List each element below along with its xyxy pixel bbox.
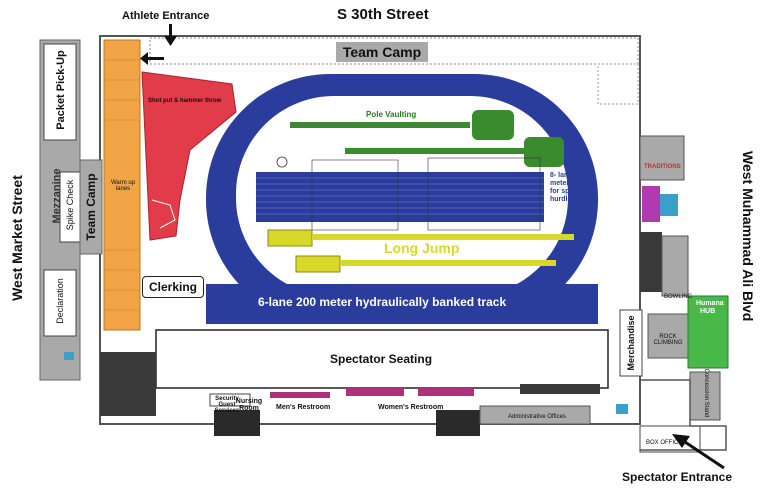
long-jump-pit-2: [295, 255, 341, 273]
clerking-label: Clerking: [142, 276, 204, 298]
admin-offices-box: [479, 405, 591, 425]
rock-climbing-label: ROCK CLIMBING: [653, 334, 683, 346]
packet-pickup-box: [43, 43, 77, 141]
pole-vault-runway-1: [290, 122, 470, 128]
bowling-label: BOWLING: [664, 294, 693, 300]
spectator-seating-label: Spectator Seating: [330, 352, 433, 366]
spectator-entrance-arrow: [672, 434, 725, 470]
admin-offices-label: Administrative Offices: [508, 414, 566, 420]
street-west: West Market Street: [9, 175, 25, 301]
box-office-label: BOX OFFICE: [646, 440, 683, 446]
long-jump-runway-1: [312, 234, 574, 240]
traditions-box: [639, 135, 685, 181]
hub-label: HUB: [700, 308, 716, 315]
rock-climbing-box: [647, 313, 689, 359]
spectator-entrance-label: Spectator Entrance: [622, 470, 733, 484]
warmup-lanes-area: [103, 39, 141, 331]
box-office-box: [639, 425, 701, 453]
packet-pickup-label: Packet Pick-Up: [55, 50, 67, 130]
shot-put-area: [141, 71, 237, 241]
declaration-label: Declaration: [55, 278, 65, 324]
humana-hub-box: [687, 295, 729, 369]
mezzanine-icon: [64, 352, 74, 360]
humana-label: Humana: [696, 300, 724, 307]
warmup-entry-arrow: [140, 52, 164, 65]
pole-vault-pit-1: [472, 110, 514, 140]
security-label: Security Guest Services: [214, 396, 240, 414]
long-jump-runway-2: [340, 260, 556, 266]
warmup-label: Warm up lanes: [110, 180, 136, 192]
track-label: 6-lane 200 meter hydraulically banked tr…: [258, 295, 507, 309]
team-camp-left-label: Team Camp: [84, 173, 98, 241]
athlete-entrance-arrow: [164, 24, 177, 46]
long-jump-pit-1: [267, 229, 313, 247]
mens-restroom-label: Men's Restroom: [276, 404, 331, 411]
street-north: S 30th Street: [337, 6, 429, 23]
merchandise-box: [619, 309, 643, 377]
street-east: West Muhammad Ali Blvd: [740, 151, 756, 322]
pole-vault-runway-2: [345, 148, 525, 154]
athlete-entrance-label: Athlete Entrance: [122, 10, 210, 22]
concession-box: [689, 371, 721, 421]
merchandise-label: Merchandise: [626, 315, 636, 371]
team-camp-top-label: Team Camp: [336, 42, 428, 62]
long-jump-label: Long Jump: [384, 240, 460, 256]
sprint-lanes: [256, 172, 544, 222]
concession-label: Concession Stand: [703, 368, 709, 418]
shot-put-label: Shot put & hammer throw: [148, 98, 222, 104]
track-straight: [206, 284, 598, 324]
spectator-seating-area: [155, 329, 609, 389]
spike-check-label: Spike Check: [65, 179, 75, 231]
team-camp-left-box: [79, 159, 103, 255]
traditions-label: TRADITIONS: [644, 164, 681, 170]
womens-restroom-label: Women's Restroom: [378, 404, 444, 411]
declaration-box: [43, 269, 77, 337]
pole-vault-label: Pole Vaulting: [366, 110, 417, 119]
pole-vault-pit-2: [524, 137, 564, 167]
sprint-lanes-label: 8- lane 60 meter lanes for sprints & hur…: [550, 172, 592, 203]
mezzanine-label: Mezzanine: [51, 168, 63, 224]
nursing-label: Nursing Room: [235, 398, 263, 412]
